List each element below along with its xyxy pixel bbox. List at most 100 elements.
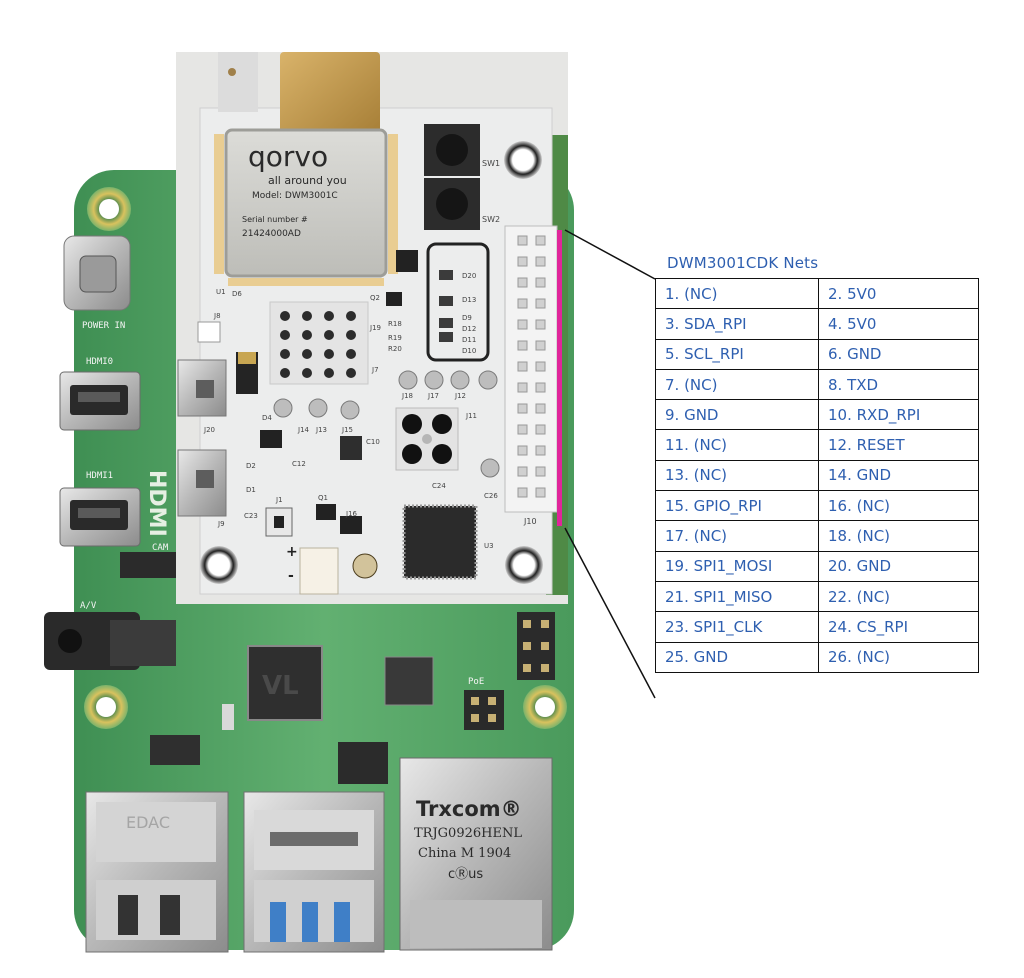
u1-label: U1 <box>216 288 226 296</box>
battery-connector <box>299 547 339 595</box>
pad-hole <box>280 330 290 340</box>
net-cell-odd-pin: 25. GND <box>655 641 819 673</box>
pad-hole <box>324 368 334 378</box>
transistor <box>340 516 362 534</box>
header-pin-hole <box>517 361 528 372</box>
pad-hole <box>302 349 312 359</box>
j11-connector <box>395 407 459 471</box>
j1-label: J1 <box>275 496 283 504</box>
dwm-mount-hole <box>505 546 543 584</box>
j7-label: J7 <box>371 366 379 374</box>
test-point <box>398 370 418 390</box>
net-cell-even-pin: 24. CS_RPI <box>818 611 979 643</box>
j11-label: J11 <box>465 412 477 420</box>
header-pin-hole <box>535 298 546 309</box>
inductor <box>340 436 362 460</box>
transistor <box>386 292 402 306</box>
hdmi0-label: HDMI0 <box>86 357 113 367</box>
test-point <box>450 370 470 390</box>
module-serial-label: Serial number # <box>242 215 308 224</box>
j14-label: J14 <box>297 426 310 434</box>
net-cell-even-pin: 22. (NC) <box>818 580 979 613</box>
camera-connector <box>120 552 180 578</box>
net-cell-odd-pin: 21. SPI1_MISO <box>655 580 819 613</box>
header-pin-hole <box>517 382 528 393</box>
header-pin-hole <box>517 403 528 414</box>
net-cell-even-pin: 4. 5V0 <box>818 308 979 340</box>
resistor <box>222 704 234 730</box>
ethernet-model: TRJG0926HENL <box>414 826 522 841</box>
header-pin-hole <box>517 256 528 267</box>
module-serial-value: 21424000AD <box>242 229 301 239</box>
net-cell-even-pin: 16. (NC) <box>818 490 979 522</box>
net-cell-even-pin: 26. (NC) <box>818 641 979 673</box>
usb2-port-stack: EDAC <box>85 791 229 953</box>
r19-label: R19 <box>388 334 402 342</box>
ethernet-origin: China M 1904 <box>418 846 511 861</box>
small-ic <box>338 742 388 784</box>
av-label: A/V <box>80 601 97 611</box>
pad-hole <box>280 349 290 359</box>
header-pin-hole <box>535 340 546 351</box>
pad-hole <box>346 368 356 378</box>
d20-label: D20 <box>462 272 476 280</box>
cam-label: CAM <box>152 543 169 553</box>
sw2-label: SW2 <box>482 215 500 224</box>
header-pin-hole <box>517 466 528 477</box>
d13-label: D13 <box>462 296 476 304</box>
header-pin-hole <box>535 445 546 456</box>
j20-label: J20 <box>203 426 215 434</box>
c23-label: C23 <box>244 512 258 520</box>
test-point <box>480 458 500 478</box>
power-in-label: POWER IN <box>82 321 125 331</box>
nets-table-row: 11. (NC)12. RESET <box>655 429 979 461</box>
d9-label: D9 <box>462 314 472 322</box>
header-pin-hole <box>517 340 528 351</box>
sw1-label: SW1 <box>482 159 500 168</box>
j18-label: J18 <box>401 392 413 400</box>
ethernet-brand: Trxcom® <box>416 797 522 821</box>
poe-header <box>464 690 504 730</box>
sw1-button <box>424 124 480 176</box>
leader-line-bottom <box>564 527 656 699</box>
pad-hole <box>346 330 356 340</box>
header-pin-hole <box>535 277 546 288</box>
u3-microcontroller <box>402 504 478 580</box>
net-cell-even-pin: 20. GND <box>818 550 979 582</box>
c26-label: C26 <box>484 492 498 500</box>
j17-label: J17 <box>427 392 439 400</box>
j13-label: J13 <box>315 426 327 434</box>
header-pin-hole <box>517 445 528 456</box>
d11-label: D11 <box>462 336 476 344</box>
net-cell-odd-pin: 15. GPIO_RPI <box>655 490 819 522</box>
minus-label: - <box>288 568 294 584</box>
hdmi1-port <box>59 487 141 547</box>
net-cell-odd-pin: 17. (NC) <box>655 520 819 552</box>
capacitor <box>352 553 378 579</box>
test-point <box>478 370 498 390</box>
pad-hole <box>280 368 290 378</box>
net-cell-even-pin: 18. (NC) <box>818 520 979 552</box>
net-cell-odd-pin: 3. SDA_RPI <box>655 308 819 340</box>
d4-label: D4 <box>262 414 272 422</box>
d10-label: D10 <box>462 347 476 355</box>
audio-jack <box>44 612 176 670</box>
pad-hole <box>346 349 356 359</box>
net-cell-odd-pin: 11. (NC) <box>655 429 819 461</box>
ethernet-cert: cⓇus <box>448 867 483 882</box>
j8-pad <box>197 321 221 343</box>
header-pin-hole <box>535 382 546 393</box>
j12-label: J12 <box>454 392 466 400</box>
net-cell-odd-pin: 23. SPI1_CLK <box>655 611 819 643</box>
pad-hole <box>302 330 312 340</box>
d2-label: D2 <box>246 462 256 470</box>
net-cell-even-pin: 14. GND <box>818 459 979 492</box>
nets-table-row: 17. (NC)18. (NC) <box>655 520 979 552</box>
pad-hole <box>324 349 334 359</box>
usb3-port-stack <box>243 791 385 953</box>
hdmi-logo: HDMI <box>144 470 169 537</box>
